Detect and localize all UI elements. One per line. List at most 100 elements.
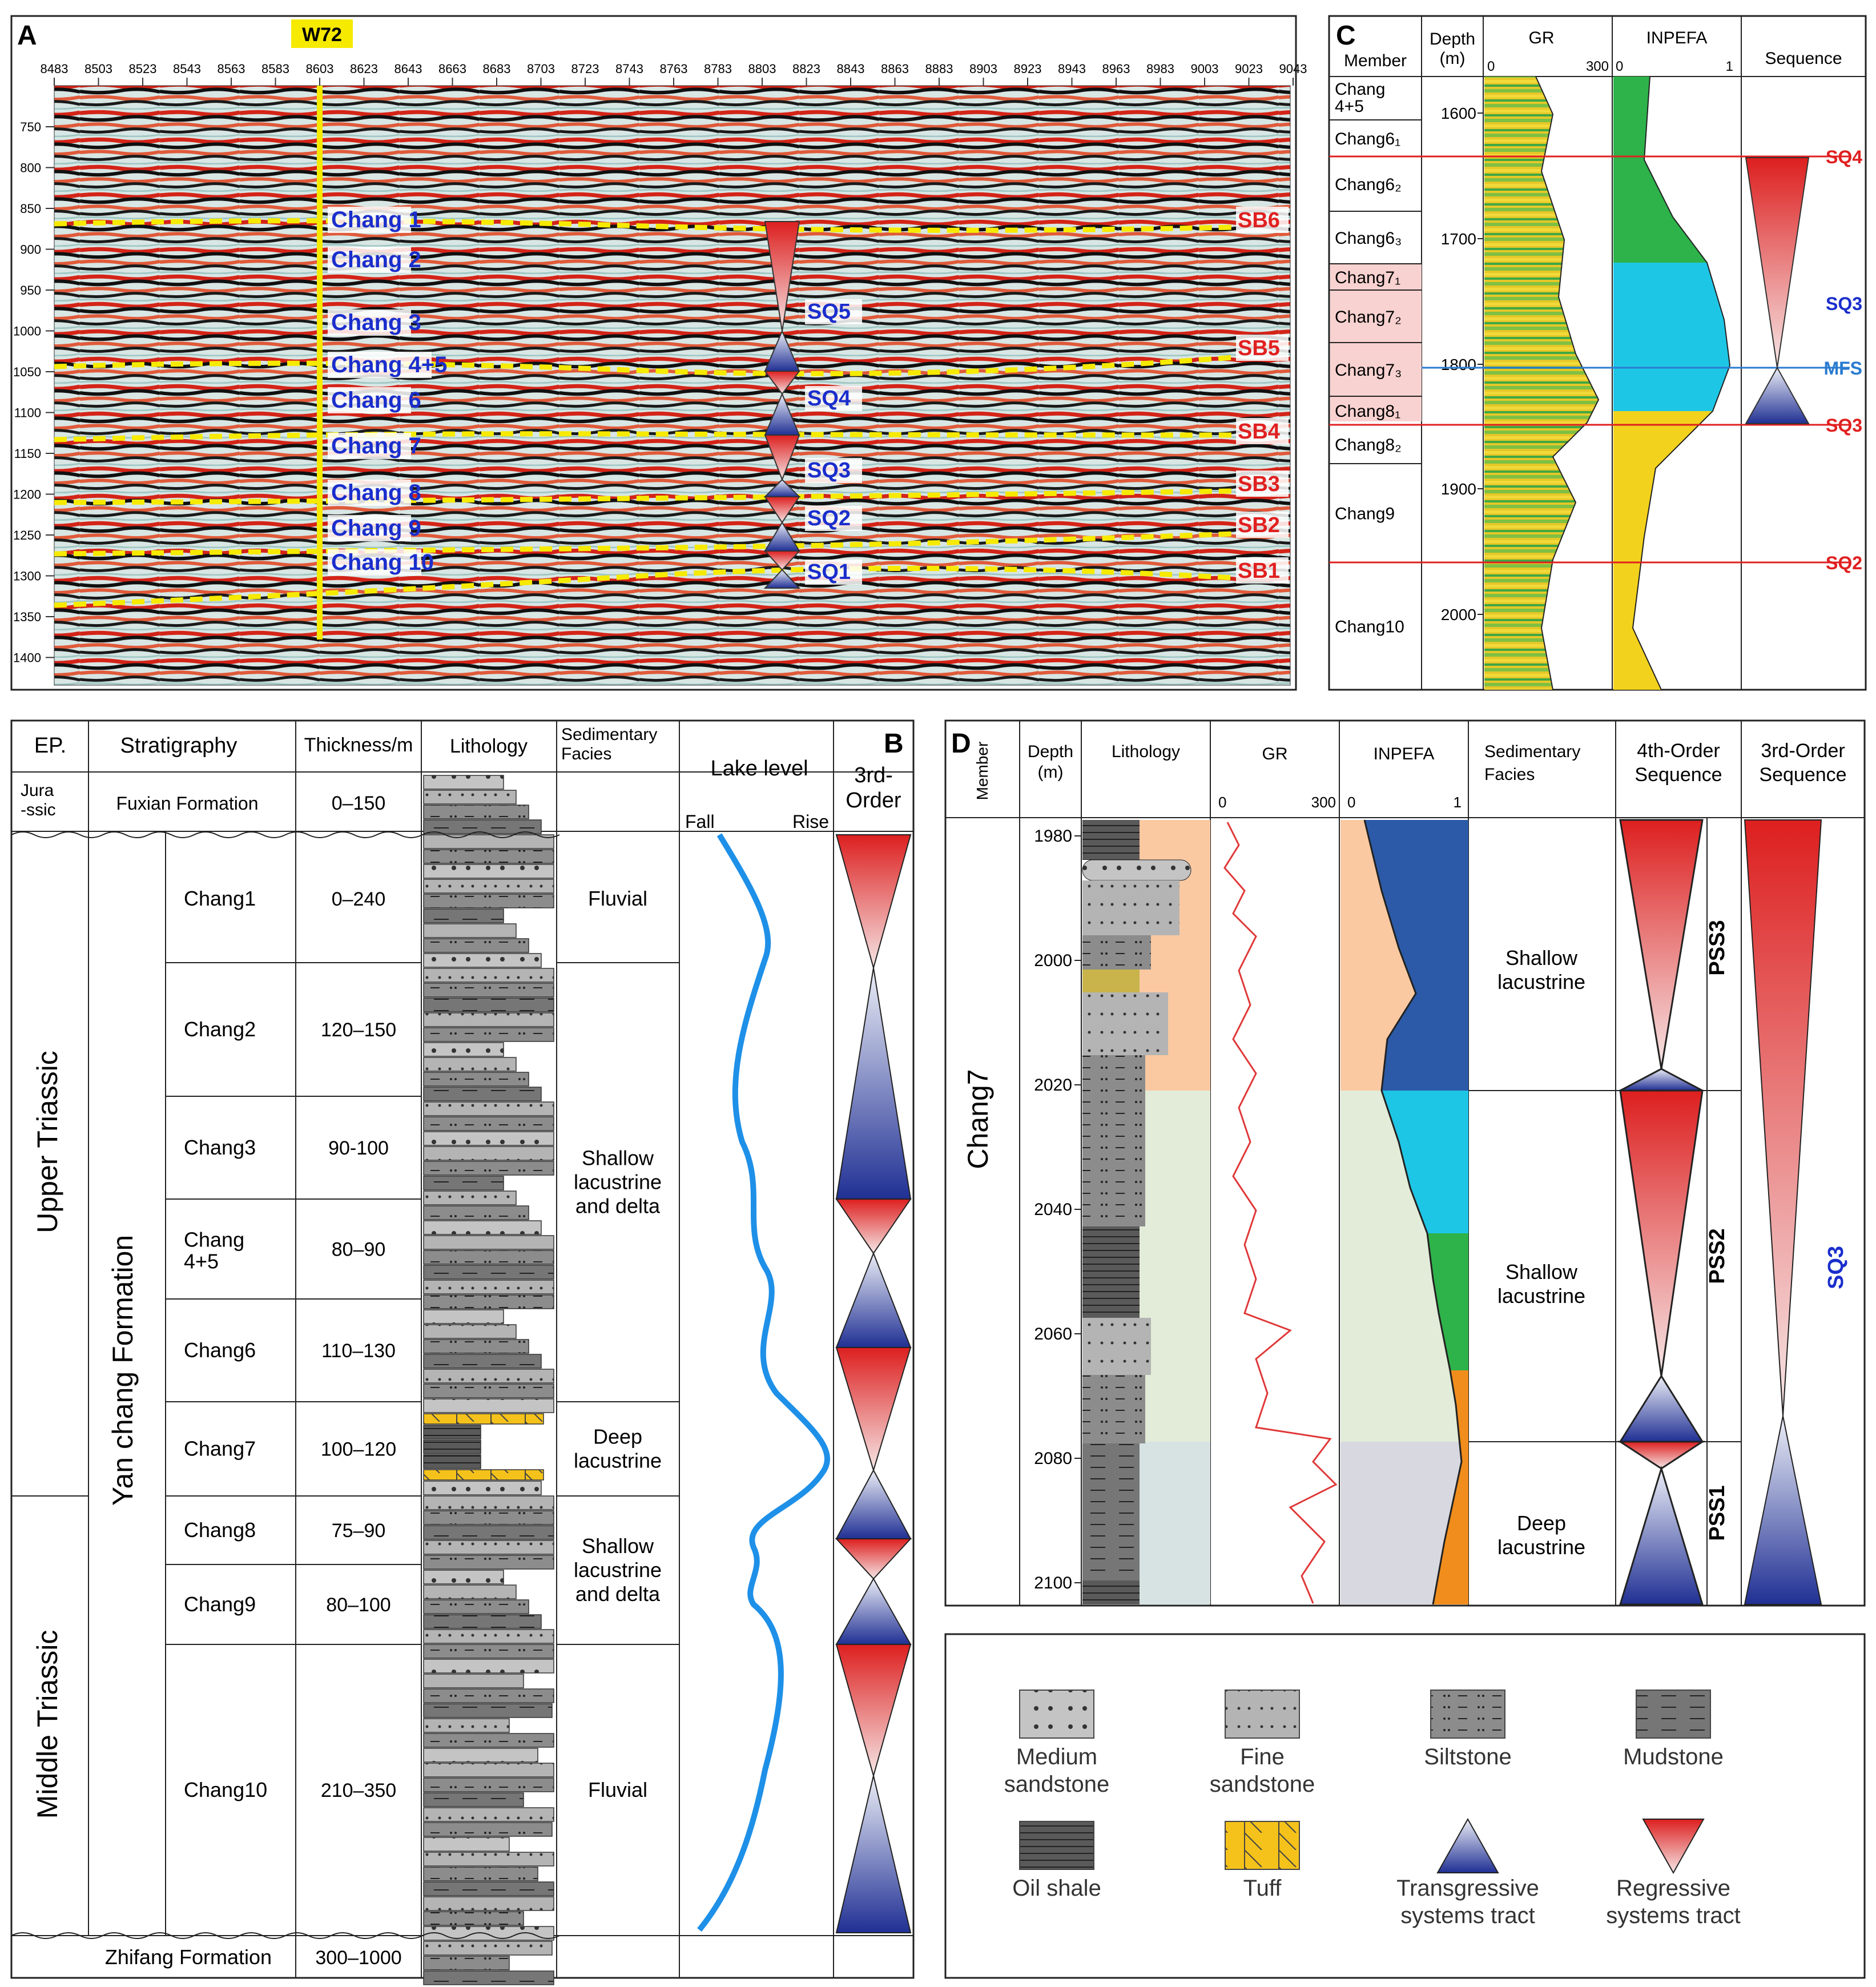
pss3-regressive [1619,819,1704,1069]
d-depth-label: 2000 [1034,951,1072,970]
boundary-label: SB1 [1238,559,1280,583]
legend-label-line: Regressive [1616,1876,1730,1901]
y-tick-label: 900 [20,243,41,257]
x-tick-label: 9023 [1235,62,1263,76]
b-tri-reg-3 [835,1347,912,1473]
sq4-regressive [764,371,800,395]
x-tick-label: 8843 [837,62,865,76]
b-tri-reg-2 [835,1198,912,1254]
x-tick-label: 8603 [306,62,334,76]
b-lith-bed [423,1265,554,1280]
legend-label: Tuff [1243,1876,1282,1901]
x-tick-label: 8503 [84,62,112,76]
sequence-label: SQ1 [807,560,851,584]
b-fuxian: Fuxian Formation [116,793,259,814]
d-facies-label-line: lacustrine [1497,1535,1585,1559]
legend-label: Siltstone [1424,1744,1511,1769]
c-header-depth-unit: (m) [1440,49,1466,68]
b-lith-bed [423,1469,544,1481]
b-lith-bed [423,849,554,864]
sq1-transgressive [763,569,801,589]
d-header-lith: Lithology [1112,742,1180,761]
b-lith-bed [423,997,554,1012]
b-header-facies-text: Sedimentary [561,725,657,744]
b-lith-bed [423,1383,554,1398]
x-tick-label: 8483 [41,62,69,76]
b-facies-label-line: Fluvial [588,887,647,910]
b-lith-bed [423,1733,554,1748]
c-member-label-line: Chang [1335,80,1385,99]
d-lith-12 [1082,1580,1140,1604]
b-unconformity-bottom [11,1932,560,1939]
b-lith-bed [423,1763,554,1777]
member-label-bg [328,515,411,541]
b-lith-bed [423,1540,554,1555]
x-tick-label: 8703 [527,62,555,76]
c-member-label: Chang6₂ [1335,175,1402,194]
d-header-member: Member [973,742,991,801]
x-tick-label: 8763 [660,62,688,76]
b-lith-bed [423,1629,554,1644]
y-tick-label: 1000 [13,324,41,339]
member-label-bg [328,309,411,336]
b-member-thickness: 90-100 [328,1137,389,1159]
d-facies-label-line: Shallow [1505,1260,1578,1284]
c-depth-label: 2000 [1441,606,1476,624]
c-inpefa-fill-mid [1613,263,1730,411]
b-lith-bed [423,1250,554,1265]
pss1-regressive [1617,1441,1706,1470]
c-gr-curve [1535,76,1600,690]
boundary-label-bg [1236,207,1289,233]
b-member-name: Chang6 [184,1338,256,1362]
b-lith-bed [423,1294,554,1309]
member-label-bg [328,480,411,506]
x-tick-label: 8663 [438,62,466,76]
member-label: Chang 6 [331,388,421,413]
y-tick-label: 950 [20,283,41,297]
member-label: Chang 9 [331,516,421,541]
y-tick-label: 1350 [13,610,41,624]
c-member-label: Chang7₃ [1335,361,1402,380]
b-facies-label-line: lacustrine [574,1558,662,1582]
b-header-order-line: 3rd- [854,763,893,787]
b-lith-bed [423,790,517,805]
boundary-label-bg [1236,470,1289,497]
d-lith-7 [1082,1055,1145,1226]
b-member-name: Chang7 [184,1437,256,1461]
d-header-depth-unit: (m) [1038,763,1064,782]
b-member-name: Chang3 [184,1136,256,1159]
b-lith-bed [423,1339,529,1354]
b-facies-label-line: and delta [575,1582,661,1606]
d-header-facies-line: Facies [1484,765,1535,784]
b-lith-bed [423,1205,529,1220]
pss2-regressive [1619,1089,1704,1377]
d-depth-label: 2040 [1034,1200,1072,1219]
b-facies-label-line: Shallow [582,1147,654,1170]
b-lith-bed [423,1525,554,1540]
b-lith-bed [423,1454,481,1469]
boundary-label: SB4 [1238,420,1280,444]
legend-label-line: Medium [1016,1744,1097,1769]
b-header-ep: EP. [34,734,66,758]
x-tick-label: 8903 [969,62,997,76]
c-regressive-triangle [1745,157,1810,368]
d-third-transgressive [1744,1415,1822,1605]
horizon-sb6 [54,218,1234,233]
panel-d: D Member Depth (m) Lithology GR 0 300 IN… [944,719,1866,1607]
b-member-name: Chang8 [184,1518,256,1542]
c-label-sq3: SQ3 [1826,293,1862,314]
member-label: Chang 1 [331,207,421,232]
legend-swatch-fine-sandstone [1225,1690,1300,1739]
d-facies-label-line: lacustrine [1497,970,1585,993]
seismic-section [54,85,1291,686]
b-member-thickness: 80–100 [326,1594,391,1616]
sequence-label: SQ2 [807,506,851,530]
boundary-label: SB5 [1238,336,1280,360]
b-lith-bed [423,923,517,938]
